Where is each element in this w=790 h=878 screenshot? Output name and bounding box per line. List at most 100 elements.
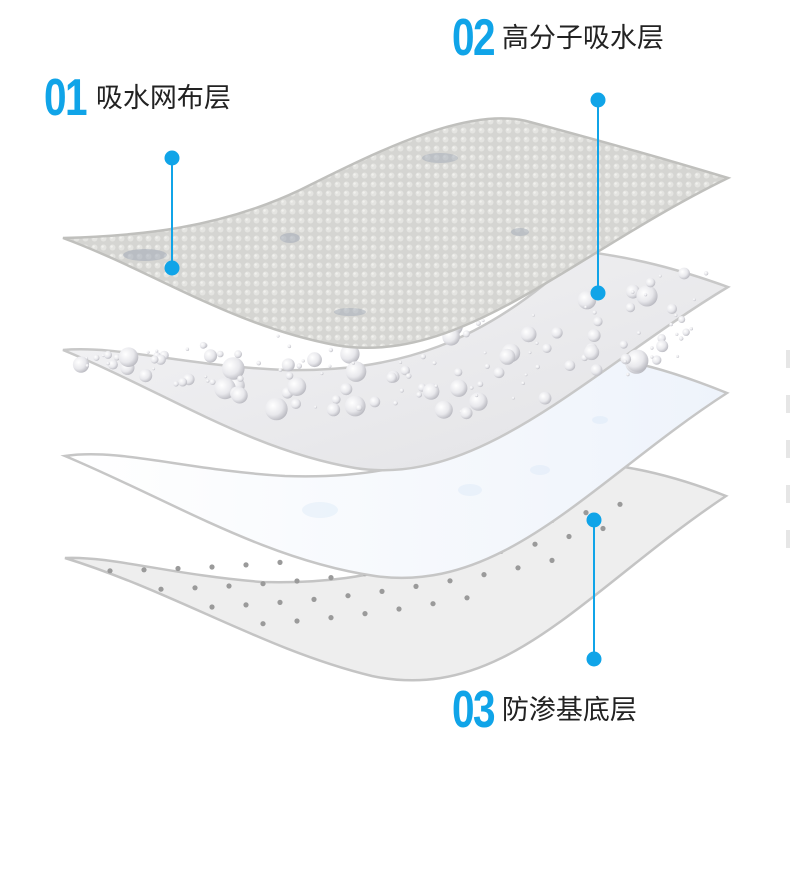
droplet (152, 367, 155, 370)
perforation-dot (260, 621, 265, 626)
droplet (329, 348, 333, 352)
layer-label-01: 01 吸水网布层 (44, 72, 231, 124)
droplet (399, 361, 402, 364)
layer-label-02: 02 高分子吸水层 (452, 12, 664, 64)
perforation-dot (209, 564, 214, 569)
droplet (406, 373, 412, 379)
perforation-dot (328, 615, 333, 620)
perforation-dot (226, 583, 231, 588)
droplet (432, 361, 436, 365)
droplet (704, 271, 708, 275)
droplet (93, 355, 99, 361)
droplet (591, 364, 603, 376)
droplet (356, 405, 363, 412)
perforation-dot (379, 589, 384, 594)
perforation-dot (209, 604, 214, 609)
droplet (637, 331, 641, 335)
layer-number-03: 03 (452, 684, 494, 736)
droplet (678, 268, 690, 280)
droplet (484, 351, 487, 354)
droplet (620, 341, 628, 349)
connector-dot-top-02 (591, 93, 606, 108)
droplet (435, 401, 453, 419)
droplet (682, 329, 689, 336)
droplet (631, 290, 635, 294)
layer-name-01: 吸水网布层 (96, 85, 231, 112)
perforation-dot (243, 562, 248, 567)
droplet (393, 401, 398, 406)
perforation-dot (260, 581, 265, 586)
droplet (104, 351, 112, 359)
droplet (475, 394, 478, 397)
perforation-dot (583, 510, 588, 515)
droplet (369, 397, 380, 408)
droplet (265, 398, 288, 421)
perforation-dot (158, 587, 163, 592)
droplet (460, 407, 472, 419)
droplet (584, 345, 599, 360)
perforation-dot (141, 567, 146, 572)
droplet (512, 397, 515, 400)
droplet (297, 363, 302, 368)
droplet (302, 359, 305, 362)
perforation-dot (243, 602, 248, 607)
droplet (539, 392, 552, 405)
droplet (542, 344, 551, 353)
droplet (646, 278, 656, 288)
edge-mark (786, 395, 790, 413)
droplet (155, 350, 158, 353)
droplet (588, 329, 601, 342)
droplet (450, 380, 467, 397)
droplet (204, 349, 217, 362)
droplet (528, 351, 531, 354)
perforation-dot (277, 560, 282, 565)
droplet (287, 377, 306, 396)
droplet (234, 350, 242, 358)
layer-number-02: 02 (452, 12, 494, 64)
droplet (416, 392, 422, 398)
droplet (279, 368, 283, 372)
droplet (679, 336, 683, 340)
droplet (675, 333, 678, 336)
droplet (463, 330, 470, 337)
perforation-dot (464, 595, 469, 600)
droplet (256, 361, 261, 366)
droplet (564, 360, 575, 371)
connector-dot-top-03 (587, 513, 602, 528)
perforation-dot (413, 584, 418, 589)
droplet (320, 372, 323, 375)
droplet (669, 323, 673, 327)
perforation-dot (396, 606, 401, 611)
perforation-dot (549, 558, 554, 563)
droplet (551, 327, 562, 338)
droplet (277, 335, 280, 338)
perforation-dot (430, 601, 435, 606)
edge-mark (786, 485, 790, 503)
droplet (204, 375, 207, 378)
droplet (485, 364, 490, 369)
droplet (667, 304, 677, 314)
perforation-dot (294, 578, 299, 583)
droplet (470, 386, 474, 390)
droplet (314, 406, 317, 409)
perforation-dot (447, 578, 452, 583)
droplet (86, 364, 89, 367)
perforation-dot (532, 542, 537, 547)
perforation-dot (328, 575, 333, 580)
droplet (237, 376, 243, 382)
droplet (108, 360, 118, 370)
droplet (288, 345, 292, 349)
perforation-dot (617, 502, 622, 507)
edge-mark (786, 530, 790, 548)
droplet (178, 378, 187, 387)
droplet (532, 314, 535, 317)
droplet (217, 351, 224, 358)
connector-dot-bottom-02 (591, 286, 606, 301)
droplet (499, 349, 515, 365)
layer-label-03: 03 防渗基底层 (452, 684, 637, 736)
droplet (626, 303, 635, 312)
layer-number-01: 01 (44, 72, 86, 124)
droplet (676, 355, 679, 358)
droplet (340, 383, 352, 395)
droplet (421, 354, 426, 359)
